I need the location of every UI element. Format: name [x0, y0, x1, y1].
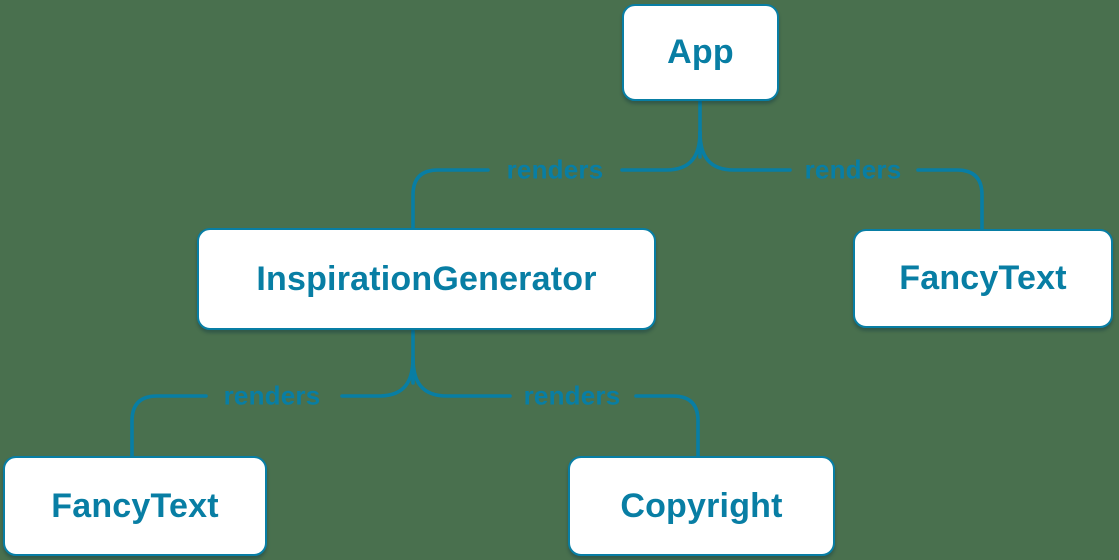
node-fancy-text-top: FancyText [853, 229, 1113, 328]
node-inspiration-generator: InspirationGenerator [197, 228, 656, 330]
edge-app-to-fancytext-a [698, 130, 792, 172]
edge-label-renders-app-fancytext: renders [804, 154, 902, 185]
node-fancy-text-bottom: FancyText [3, 456, 267, 556]
edge-inspirationgenerator-to-copyright-a [411, 356, 512, 398]
edge-label-renders-inspirationgenerator-fancytext: renders [223, 380, 321, 411]
node-copyright: Copyright [568, 456, 835, 556]
edge-label-renders-app-inspirationgenerator: renders [506, 154, 604, 185]
node-copyright-label: Copyright [620, 486, 783, 525]
node-app-label: App [667, 33, 734, 71]
node-fancy-text-bottom-label: FancyText [51, 486, 219, 525]
edge-app-to-fancytext-b [916, 168, 984, 231]
node-fancy-text-top-label: FancyText [899, 259, 1067, 297]
edge-inspirationgenerator-to-fancytext-a [340, 356, 415, 398]
edge-inspirationgenerator-to-copyright-b [634, 394, 700, 458]
edge-app-to-inspirationgenerator-b [411, 168, 490, 230]
edge-inspirationgenerator-to-fancytext-b [130, 394, 208, 458]
node-app: App [622, 4, 779, 101]
edge-label-renders-inspirationgenerator-copyright: renders [523, 380, 621, 411]
edge-app-to-inspirationgenerator-a [620, 130, 702, 172]
node-inspiration-generator-label: InspirationGenerator [256, 259, 597, 298]
